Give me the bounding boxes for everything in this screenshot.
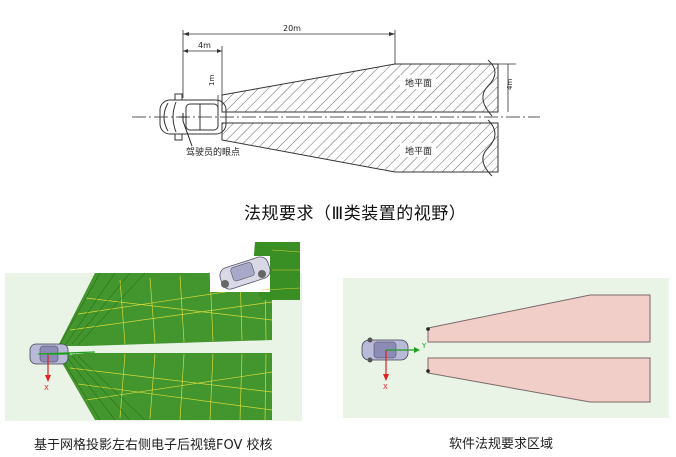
lower-view-field [221,122,499,173]
lower-break-line [482,119,496,177]
lower-eye-point [426,369,430,373]
ground-label-upper: 地平面 [405,77,432,89]
axis-y-label-left: Y [71,352,77,360]
ground-label-lower-box [400,143,436,157]
ground-label-upper-box [400,75,436,89]
detail-inset [210,242,301,300]
lower-grid-fan [58,353,273,421]
dim-total-label: 20m [283,24,301,33]
upper-required-region [427,294,651,343]
left-panel-caption: 基于网格投影左右侧电子后视镜FOV 校核 [34,438,273,453]
software-region-panel: X Y [343,278,669,418]
eye-point-marker [179,113,193,147]
dim-start-label: 4m [198,41,211,50]
panel-car-right [361,337,409,363]
regulation-diagram: 地平面 地平面 驾驶员的眼点 20m 4m 1m 4m [132,24,540,177]
ground-label-lower: 地平面 [405,145,432,157]
eye-point-label: 驾驶员的眼点 [186,146,240,158]
axis-x-label-right: X [383,383,388,391]
axis-y-label-right: Y [421,342,427,350]
inset-car [219,256,271,290]
grid-projection-panel: X Y [5,242,302,421]
upper-view-field [221,63,499,113]
dim-height-right-label: 4m [506,79,514,90]
upper-eye-point [426,327,430,331]
axis-x-label-left: X [44,384,49,392]
right-panel-caption: 软件法规要求区域 [449,437,554,452]
regulation-title: 法规要求（Ⅲ类装置的视野） [244,204,467,224]
axis-arrows-right [383,347,420,381]
upper-break-line [482,59,496,117]
dim-height-left-label: 1m [208,75,216,86]
axis-arrows-left [45,353,70,382]
